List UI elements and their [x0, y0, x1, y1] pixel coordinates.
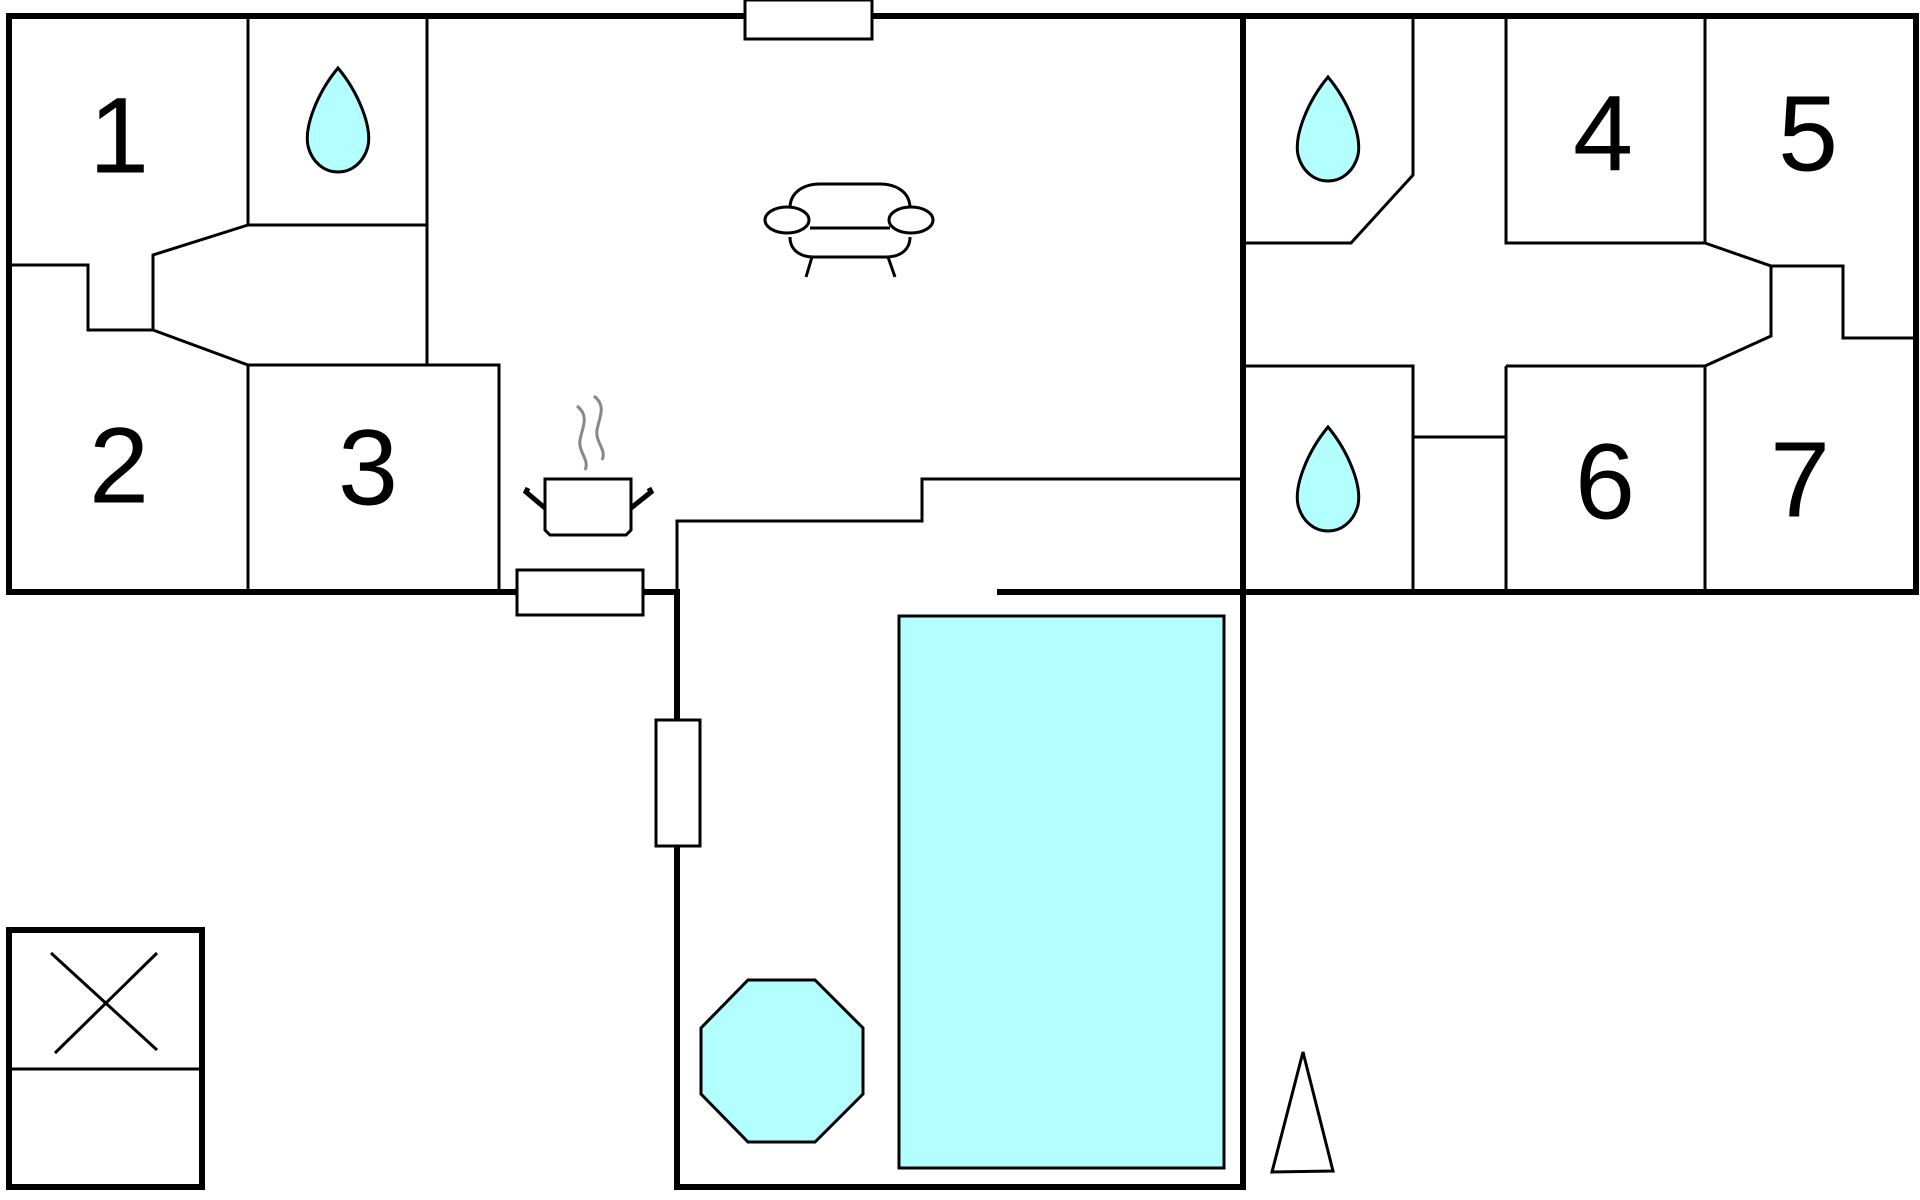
exterior-walls [6, 13, 1919, 1190]
room-labels: 1 2 3 4 5 6 7 [89, 73, 1838, 542]
wall-kitchen-partition [675, 477, 1243, 592]
room-label-6: 6 [1575, 421, 1635, 542]
water-drop-icon [1295, 424, 1361, 533]
hot-tub-icon [699, 978, 865, 1144]
wall-bath3-outline [1243, 364, 1707, 592]
cross-icon [49, 951, 159, 1055]
north-arrow-icon [1270, 1051, 1335, 1174]
interior-walls [9, 16, 1916, 1071]
water-drop-icon [305, 65, 371, 174]
wall-room4-outline [1504, 16, 1707, 245]
pool-icon [897, 614, 1226, 1170]
pool-area [699, 614, 1226, 1170]
room-label-1: 1 [89, 75, 149, 196]
sofa-icon [763, 182, 935, 278]
room-label-5: 5 [1778, 73, 1838, 194]
doors [515, 0, 874, 848]
room-label-4: 4 [1573, 73, 1633, 194]
door-terrace [515, 568, 645, 617]
steam [575, 404, 588, 471]
wall-bath2-outline [1243, 16, 1415, 245]
hall-right-outline [1704, 241, 1916, 368]
room-label-7: 7 [1770, 419, 1830, 540]
exterior-wall-pool-area [674, 589, 1246, 1190]
cooking-pot-icon [522, 394, 655, 537]
water-drop-icon [1295, 74, 1361, 183]
room-label-3: 3 [338, 407, 398, 528]
door-entrance [743, 0, 874, 41]
hall-left-outline [9, 223, 501, 592]
bathroom-icons [305, 65, 1361, 533]
outbuilding [6, 927, 205, 1190]
exterior-wall-right-wing [1240, 13, 1919, 595]
door-pool-gate [654, 718, 702, 848]
steam [592, 394, 605, 461]
room-label-2: 2 [89, 405, 149, 526]
exterior-wall-left-wing [6, 13, 1246, 595]
